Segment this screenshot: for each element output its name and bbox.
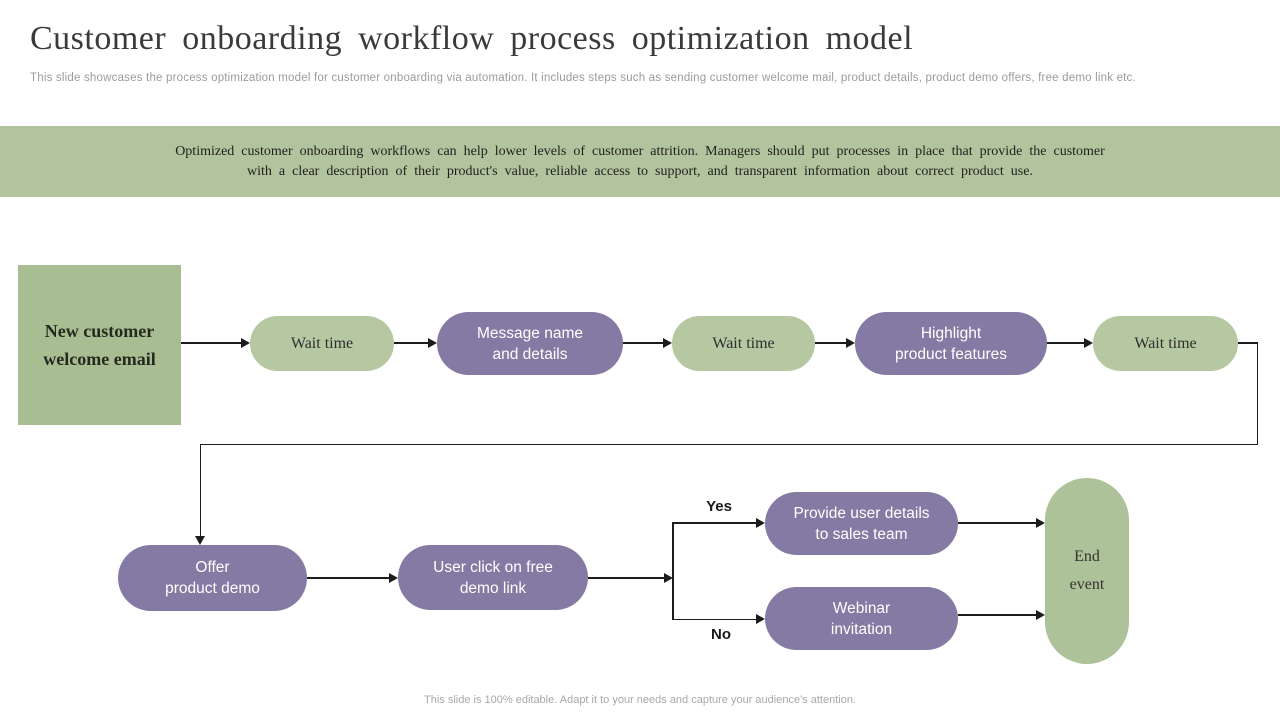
connector-drop-to-offer	[199, 443, 201, 538]
arrowhead-icon	[663, 338, 672, 348]
footer-note: This slide is 100% editable. Adapt it to…	[424, 694, 856, 706]
page-title: Customer onboarding workflow process opt…	[30, 20, 914, 57]
page-subtitle: This slide showcases the process optimiz…	[30, 72, 1136, 84]
node-highlight-product-features: Highlight product features	[855, 312, 1047, 375]
connector-offer-to-click	[307, 577, 390, 579]
arrowhead-icon	[664, 573, 673, 583]
arrowhead-icon	[241, 338, 250, 348]
connector-wait2-to-highlight	[815, 342, 847, 344]
arrowhead-icon	[846, 338, 855, 348]
connector-branch-vertical	[672, 522, 674, 620]
node-message-name-details: Message name and details	[437, 312, 623, 375]
connector-yes-branch	[672, 522, 757, 524]
arrowhead-icon	[1036, 610, 1045, 620]
banner-text-line-2: with a clear description of their produc…	[247, 163, 1033, 179]
node-new-customer-welcome-email: New customer welcome email	[18, 265, 181, 425]
connector-highlight-to-wait3	[1047, 342, 1085, 344]
node-provide-user-details-sales-team: Provide user details to sales team	[765, 492, 958, 555]
connector-right-drop	[1256, 342, 1258, 445]
arrowhead-icon	[1084, 338, 1093, 348]
connector-wait3-exit	[1238, 342, 1258, 344]
node-user-click-free-demo-link: User click on free demo link	[398, 545, 588, 610]
connector-no-branch	[672, 618, 757, 620]
connector-message-to-wait2	[623, 342, 664, 344]
arrowhead-icon	[756, 518, 765, 528]
connector-return-horizontal	[200, 443, 1258, 445]
node-wait-time-3: Wait time	[1093, 316, 1238, 371]
connector-start-to-wait1	[181, 342, 242, 344]
connector-provide-to-end	[958, 522, 1038, 524]
connector-click-to-branch	[588, 577, 665, 579]
node-end-event: End event	[1045, 478, 1129, 664]
node-wait-time-1: Wait time	[250, 316, 394, 371]
arrowhead-icon	[195, 536, 205, 545]
connector-wait1-to-message	[394, 342, 429, 344]
highlight-banner: Optimized customer onboarding workflows …	[0, 126, 1280, 197]
node-offer-product-demo: Offer product demo	[118, 545, 307, 611]
arrowhead-icon	[428, 338, 437, 348]
branch-label-yes: Yes	[706, 498, 732, 515]
node-webinar-invitation: Webinar invitation	[765, 587, 958, 650]
banner-text-line-1: Optimized customer onboarding workflows …	[175, 143, 1105, 159]
connector-webinar-to-end	[958, 614, 1038, 616]
arrowhead-icon	[389, 573, 398, 583]
arrowhead-icon	[756, 614, 765, 624]
branch-label-no: No	[711, 626, 731, 643]
node-wait-time-2: Wait time	[672, 316, 815, 371]
arrowhead-icon	[1036, 518, 1045, 528]
